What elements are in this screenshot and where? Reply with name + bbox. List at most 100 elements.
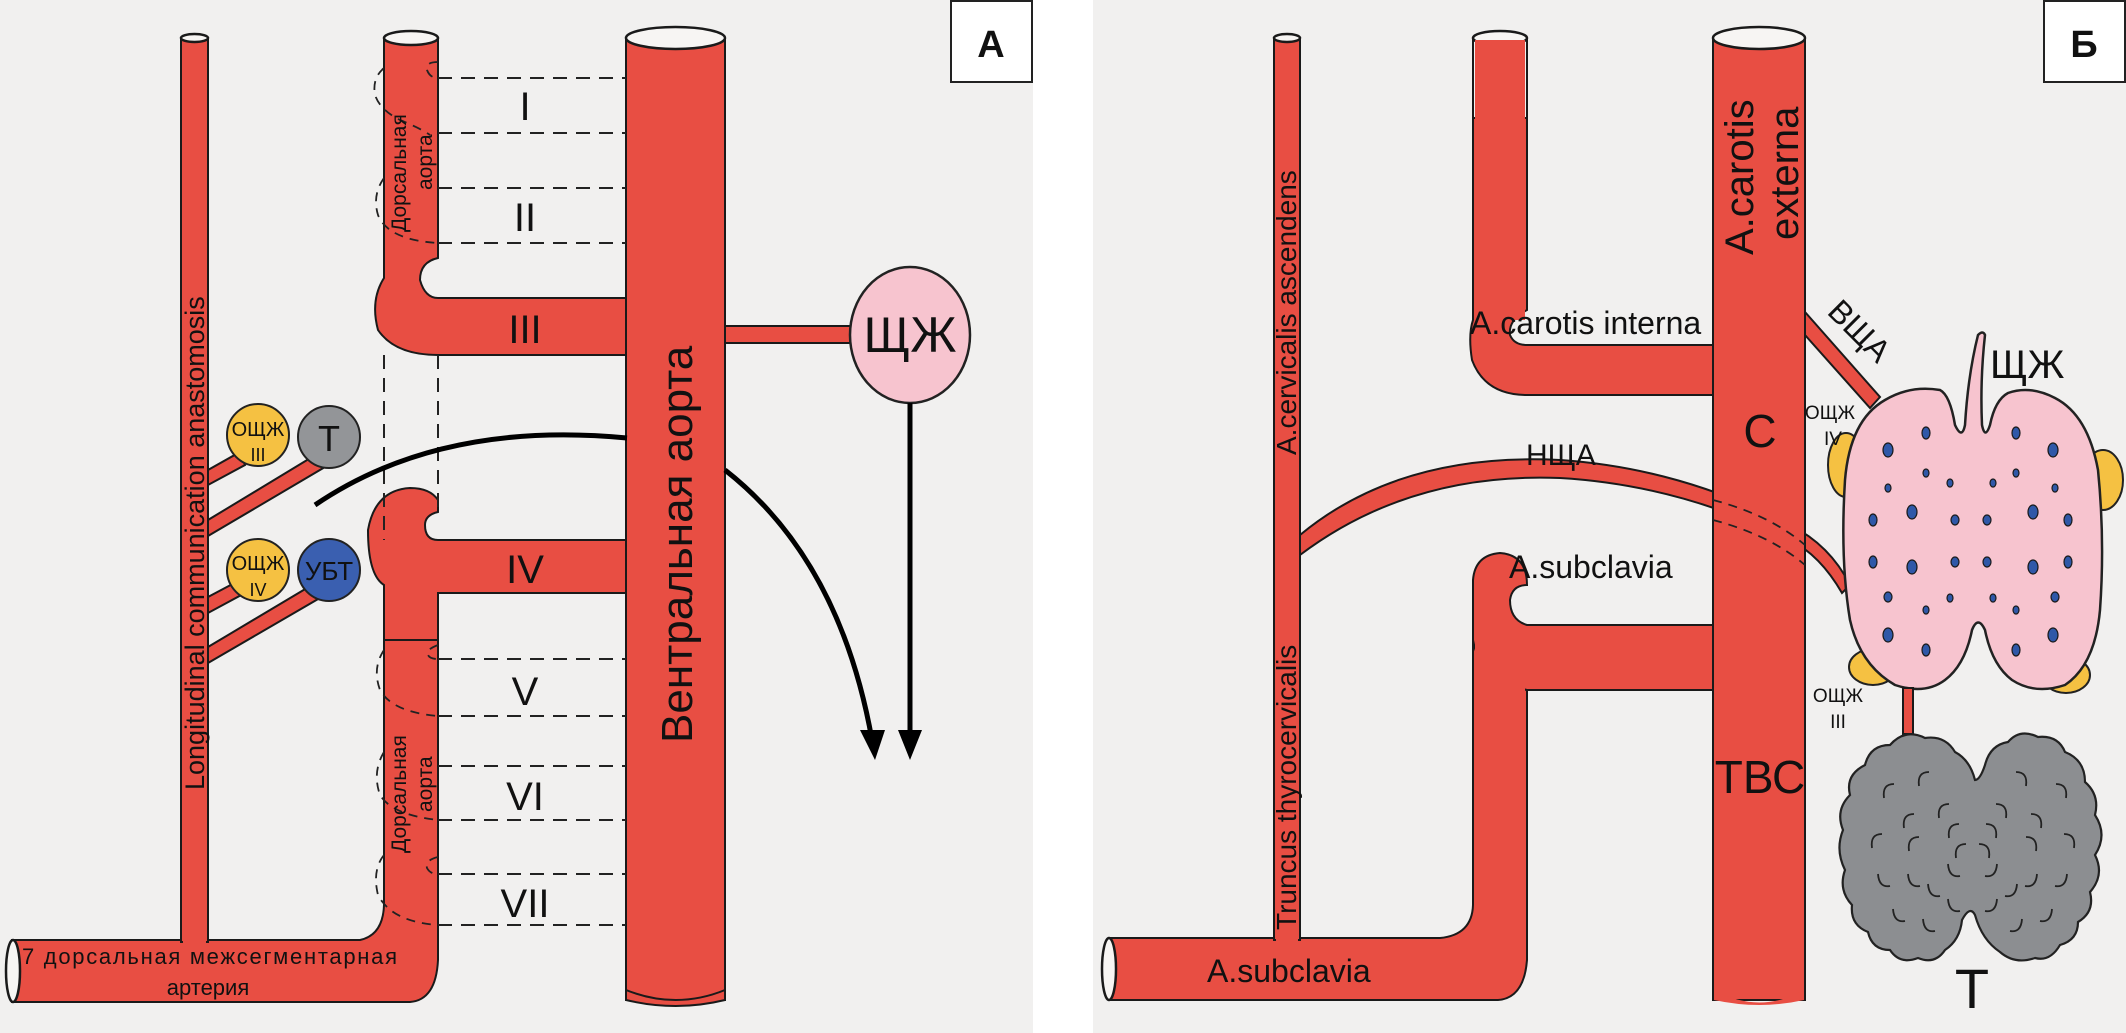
thymus-lobule-mark	[1947, 898, 1961, 913]
svg-text:IV: IV	[249, 580, 266, 600]
truncus-opening	[1272, 32, 1302, 44]
intersegmental-label-1: 7 дорсальная межсегментарная	[22, 944, 397, 969]
follicle-dot	[2011, 426, 2021, 440]
follicle-dot	[2063, 513, 2073, 527]
tbc-label: ТВС	[1715, 751, 1805, 803]
follicle-dot	[2012, 468, 2020, 478]
arch-labels: I II III IV V VI VII	[501, 85, 550, 926]
follicle-dot	[2027, 504, 2039, 520]
follicle-dot	[2011, 643, 2021, 657]
panel-divider	[1033, 0, 1093, 1033]
parathyroid-iv-label-2: IV	[1824, 429, 1842, 450]
follicle-dot	[1906, 504, 1918, 520]
thyroid-node: ЩЖ	[848, 265, 972, 405]
regressed-arches	[373, 61, 626, 926]
parathyroid-iv-label-1: ОЩЖ	[1805, 403, 1856, 424]
arch-label-v: V	[512, 670, 539, 714]
arch-label-vii: VII	[501, 882, 550, 926]
intersegmental-label-2: артерия	[167, 975, 250, 1000]
thymus-connector	[1902, 687, 1914, 735]
thymus-lobule-mark	[1947, 823, 1960, 839]
panel-b: Б	[1100, 0, 2126, 1020]
follicle-dot	[1868, 513, 1878, 527]
thymus-lobule-mark	[1954, 843, 1967, 859]
thymus-lobule-mark	[2009, 918, 2023, 933]
dorsal-aorta-upper-label-2: аорта	[414, 134, 437, 190]
curved-arrow-head	[860, 730, 885, 760]
follicle-dot	[1884, 483, 1892, 493]
carotis-externa-label-1: A.carotis	[1718, 99, 1762, 255]
thymus-lobule-mark	[1870, 833, 1883, 849]
thymus-lobule-mark	[1877, 873, 1891, 888]
parathyroid-iii-node: ОЩЖ III	[226, 403, 290, 467]
longitudinal-vessel-opening	[179, 32, 210, 44]
panel-b-tag-label: Б	[2070, 24, 2097, 66]
thymus-lobule-mark	[1917, 771, 1930, 787]
thymus-lobule-mark	[1947, 863, 1961, 878]
dorsal-aorta-lower-label-1: Дорсальная	[388, 735, 411, 853]
follicle-dot	[2027, 559, 2039, 575]
common-carotid-trunk	[1712, 37, 1806, 1001]
thymus-lobule-mark	[1927, 883, 1941, 898]
thyroid-branch-a	[724, 325, 856, 344]
thymus-lobule-mark	[2055, 783, 2068, 799]
trunk-opening	[1711, 25, 1807, 51]
panel-a-tag-label: А	[977, 24, 1004, 66]
dorsal-aorta-upper-opening	[382, 29, 440, 47]
curved-arrow-descent	[723, 468, 875, 741]
follicle-dot	[2047, 442, 2059, 458]
follicle-dot	[1882, 442, 1894, 458]
follicle-dot	[2051, 483, 2059, 493]
carotis-externa-label-2: externa	[1763, 106, 1807, 240]
thymus-lobule-mark	[2024, 873, 2038, 888]
thymus-lobule-mark	[1995, 803, 2008, 819]
panel-b-tag: Б	[2043, 0, 2126, 83]
thymus-label-b: Т	[1955, 957, 1989, 1020]
follicle-dot	[1982, 556, 1992, 568]
thyroid-descent-arrow-head	[898, 730, 922, 760]
follicle-dot	[1922, 468, 1930, 478]
follicle-dot	[1882, 627, 1894, 643]
panel-a-tag: А	[950, 0, 1033, 83]
panel-a-background	[0, 0, 1033, 1033]
thymus-lobule-mark	[1907, 836, 1920, 852]
truncus-thyrocervicalis-label: Truncus thyrocervicalis	[1271, 645, 1302, 930]
follicle-dot	[1982, 514, 1992, 526]
longitudinal-anastomosis-label: Longitudinal communication anastomosis	[180, 296, 210, 790]
intersegmental-artery-opening	[4, 938, 22, 1004]
thyroid-follicles	[1868, 426, 2073, 657]
follicle-dot	[2050, 591, 2060, 603]
thymus-lobule-mark	[2054, 873, 2068, 888]
thymus-lobule-mark	[1882, 783, 1895, 799]
follicle-dot	[1922, 605, 1930, 615]
panel-a: А	[4, 0, 1033, 1007]
follicle-dot	[1989, 478, 1997, 488]
thymus-lobule-mark	[2025, 836, 2038, 852]
thymus-lobule-mark	[1978, 843, 1991, 859]
svg-text:III: III	[250, 445, 265, 465]
inferior-thyroid-dashed-path	[1712, 499, 1806, 546]
follicle-dot	[2012, 605, 2020, 615]
thymus-node: Т	[297, 405, 361, 469]
thymus-lobule-mark	[1922, 918, 1936, 933]
thymus-lobule-mark	[1937, 803, 1950, 819]
subclavia-bottom-label: A.subclavia	[1207, 953, 1371, 989]
ventral-aorta-label: Вентральная аорта	[653, 345, 702, 743]
dorsal-aorta-lower-label-2: аорта	[414, 756, 437, 812]
thymus-lobule-mark	[1984, 898, 1998, 913]
follicle-dot	[2047, 627, 2059, 643]
thymus-lobule-mark	[1985, 823, 1998, 839]
thyroid-label-b: ЩЖ	[1990, 343, 2065, 387]
follicle-dot	[1946, 478, 1954, 488]
follicle-dot	[2063, 555, 2073, 569]
c-label: С	[1743, 405, 1776, 457]
arch-label-iv: IV	[506, 548, 544, 592]
curved-arrow-line	[313, 432, 628, 508]
follicle-dot	[1906, 559, 1918, 575]
subclavian-artery-opening	[1100, 936, 1118, 1002]
svg-text:Т: Т	[318, 418, 340, 459]
svg-text:ОЩЖ: ОЩЖ	[232, 419, 285, 441]
thymus-lobule-mark	[2030, 813, 2043, 829]
cervicalis-ascendens-label: A.cervicalis ascendens	[1271, 170, 1302, 455]
